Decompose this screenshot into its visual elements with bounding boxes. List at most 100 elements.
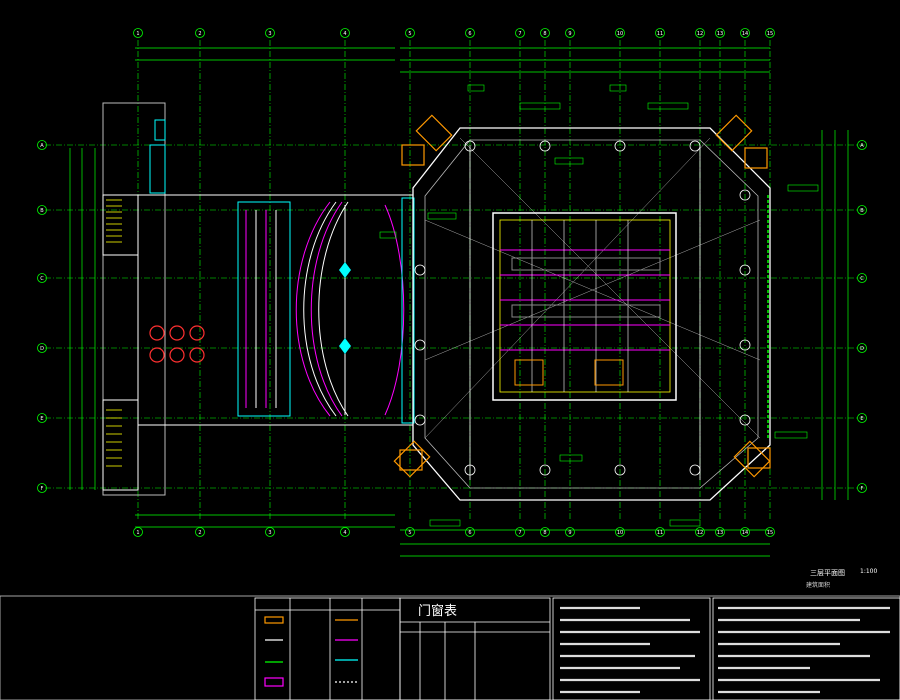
svg-text:4: 4 bbox=[343, 530, 346, 536]
axis-bubble-bottom: 14 bbox=[740, 527, 750, 537]
svg-text:1: 1 bbox=[136, 31, 139, 37]
svg-text:2: 2 bbox=[198, 31, 201, 37]
svg-text:9: 9 bbox=[568, 530, 571, 536]
column bbox=[539, 140, 551, 152]
column bbox=[414, 264, 426, 276]
axis-bubble-top: 6 bbox=[465, 28, 475, 38]
axis-bubble-bottom: 13 bbox=[715, 527, 725, 537]
structural-columns bbox=[414, 140, 751, 476]
axis-bubble-top: 4 bbox=[340, 28, 350, 38]
column bbox=[739, 189, 751, 201]
axis-bubble-left: F bbox=[37, 483, 47, 493]
axis-bubble-right: E bbox=[857, 413, 867, 423]
axis-bubble-bottom: 5 bbox=[405, 527, 415, 537]
svg-text:2: 2 bbox=[198, 530, 201, 536]
svg-text:3: 3 bbox=[268, 31, 271, 37]
svg-text:9: 9 bbox=[568, 31, 571, 37]
column bbox=[414, 414, 426, 426]
svg-text:7: 7 bbox=[518, 31, 521, 37]
svg-text:14: 14 bbox=[742, 31, 748, 37]
svg-text:14: 14 bbox=[742, 530, 748, 536]
axis-bubble-top: 15 bbox=[765, 28, 775, 38]
axis-bubble-bottom: 9 bbox=[565, 527, 575, 537]
axis-bubble-right: A bbox=[857, 140, 867, 150]
axis-bubble-top: 14 bbox=[740, 28, 750, 38]
axis-bubble-left: E bbox=[37, 413, 47, 423]
axis-bubble-top: 7 bbox=[515, 28, 525, 38]
svg-text:F: F bbox=[41, 486, 44, 492]
svg-text:15: 15 bbox=[767, 31, 773, 37]
axis-bubble-bottom: 6 bbox=[465, 527, 475, 537]
axis-bubble-bottom: 15 bbox=[765, 527, 775, 537]
svg-text:C: C bbox=[860, 276, 864, 282]
dimension-lines bbox=[69, 47, 849, 557]
left-service-block bbox=[102, 102, 414, 496]
svg-text:6: 6 bbox=[468, 31, 471, 37]
svg-text:B: B bbox=[40, 208, 44, 214]
svg-text:4: 4 bbox=[343, 31, 346, 37]
plan-area-note: 建筑面积 bbox=[806, 582, 831, 589]
svg-text:F: F bbox=[861, 486, 864, 492]
axis-bubble-top: 11 bbox=[655, 28, 665, 38]
svg-text:C: C bbox=[40, 276, 44, 282]
svg-text:3: 3 bbox=[268, 530, 271, 536]
svg-text:D: D bbox=[860, 346, 864, 352]
axis-bubble-bottom: 7 bbox=[515, 527, 525, 537]
svg-text:10: 10 bbox=[617, 31, 623, 37]
title-block-frame bbox=[0, 595, 900, 700]
column bbox=[739, 264, 751, 276]
axis-bubble-top: 13 bbox=[715, 28, 725, 38]
svg-text:E: E bbox=[40, 416, 43, 422]
stairs-left bbox=[106, 199, 122, 467]
svg-text:E: E bbox=[860, 416, 863, 422]
axis-bubble-top: 3 bbox=[265, 28, 275, 38]
axis-bubble-bottom: 3 bbox=[265, 527, 275, 537]
door-window-table-title: 门窗表 bbox=[418, 604, 458, 619]
axis-bubble-bottom: 10 bbox=[615, 527, 625, 537]
column bbox=[539, 464, 551, 476]
column bbox=[464, 464, 476, 476]
svg-text:6: 6 bbox=[468, 530, 471, 536]
stage-markers bbox=[339, 262, 351, 354]
svg-text:8: 8 bbox=[543, 31, 546, 37]
column bbox=[614, 140, 626, 152]
axis-bubble-bottom: 2 bbox=[195, 527, 205, 537]
axis-bubble-top: 10 bbox=[615, 28, 625, 38]
axis-bubbles: 1122334455667788991010111112121313141415… bbox=[37, 28, 867, 537]
theater-house bbox=[237, 197, 415, 424]
axis-bubble-bottom: 12 bbox=[695, 527, 705, 537]
axis-bubble-left: B bbox=[37, 205, 47, 215]
svg-text:11: 11 bbox=[657, 530, 663, 536]
svg-text:5: 5 bbox=[408, 530, 411, 536]
axis-bubble-right: D bbox=[857, 343, 867, 353]
axis-bubble-top: 8 bbox=[540, 28, 550, 38]
axis-bubble-bottom: 11 bbox=[655, 527, 665, 537]
axis-bubble-top: 12 bbox=[695, 28, 705, 38]
svg-text:A: A bbox=[40, 143, 44, 149]
corner-stair-towers bbox=[393, 114, 771, 478]
svg-text:10: 10 bbox=[617, 530, 623, 536]
inner-core-block bbox=[492, 212, 677, 401]
column bbox=[689, 464, 701, 476]
svg-text:11: 11 bbox=[657, 31, 663, 37]
axis-bubble-top: 2 bbox=[195, 28, 205, 38]
notes-text-lines bbox=[560, 606, 890, 694]
svg-text:12: 12 bbox=[697, 530, 703, 536]
axis-bubble-bottom: 1 bbox=[133, 527, 143, 537]
svg-text:13: 13 bbox=[717, 31, 723, 37]
plan-scale: 1:100 bbox=[860, 568, 878, 575]
column bbox=[739, 339, 751, 351]
svg-text:A: A bbox=[860, 143, 864, 149]
axis-bubble-right: B bbox=[857, 205, 867, 215]
axis-bubble-left: A bbox=[37, 140, 47, 150]
column bbox=[464, 140, 476, 152]
svg-text:D: D bbox=[40, 346, 44, 352]
axis-bubble-top: 9 bbox=[565, 28, 575, 38]
axis-bubble-bottom: 8 bbox=[540, 527, 550, 537]
axis-bubble-right: C bbox=[857, 273, 867, 283]
red-furniture-clusters bbox=[149, 325, 205, 363]
annotation-marks bbox=[379, 84, 819, 527]
column bbox=[614, 464, 626, 476]
svg-text:13: 13 bbox=[717, 530, 723, 536]
